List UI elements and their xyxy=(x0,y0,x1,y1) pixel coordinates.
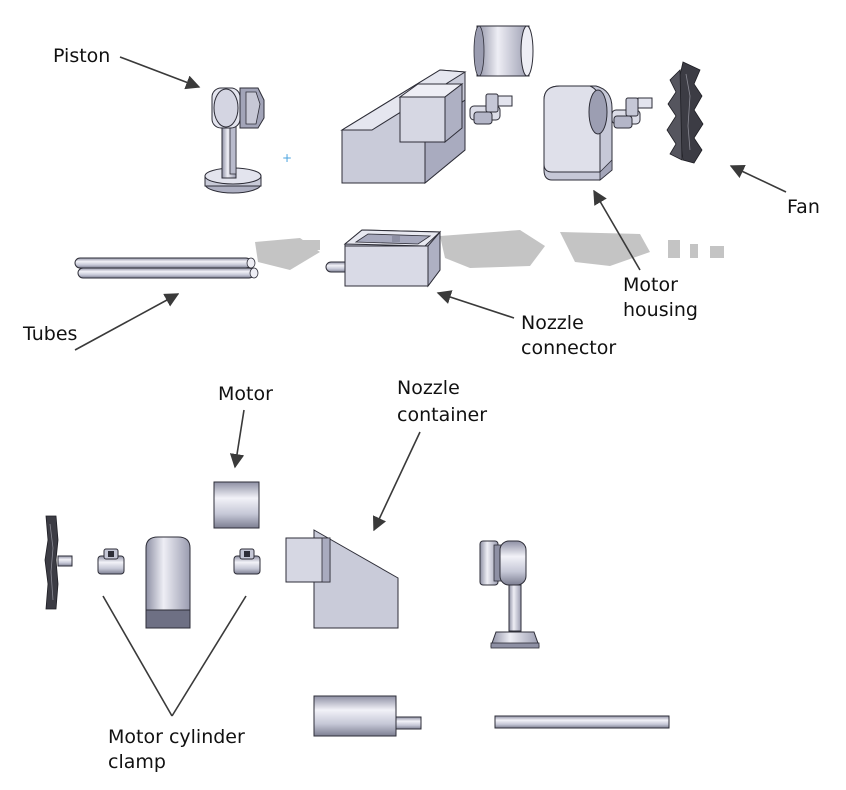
fan-part-3d xyxy=(666,61,704,164)
label-clamp-2: clamp xyxy=(108,751,166,773)
label-nozzle-connector-2: connector xyxy=(521,337,616,359)
line-clamp-right xyxy=(171,595,247,717)
bottom-annotations: Motor Nozzle container Motor cylinder cl… xyxy=(102,377,487,773)
bottom-side-view xyxy=(44,481,670,737)
motor-part-3d xyxy=(473,25,534,77)
motor-housing-part-3d xyxy=(543,85,613,181)
arrow-nozzle-connector xyxy=(436,290,515,319)
label-motor-housing-1: Motor xyxy=(623,274,678,296)
label-motor-housing-2: housing xyxy=(623,299,698,321)
top-exploded-view: + xyxy=(74,25,724,288)
arrow-fan xyxy=(729,165,787,193)
clamp-part-2d-right xyxy=(233,548,261,575)
top-annotations: Piston Fan Tubes Nozzle connector Motor … xyxy=(22,45,820,359)
arrow-nozzle-container xyxy=(372,431,421,532)
origin-marker: + xyxy=(282,151,292,165)
piston-part-3d xyxy=(204,87,265,194)
label-tubes: Tubes xyxy=(22,323,77,345)
label-nozzle-container-2: container xyxy=(397,404,487,426)
label-motor: Motor xyxy=(218,383,273,405)
nozzle-connector-part-3d xyxy=(325,229,442,288)
tubes-part-3d xyxy=(74,257,259,279)
line-clamp-left xyxy=(102,595,173,717)
label-piston: Piston xyxy=(53,45,110,67)
clamp-part-3d-left xyxy=(469,93,513,125)
arrow-motor-housing xyxy=(593,189,641,271)
arrow-tubes xyxy=(74,293,180,351)
piston-part-2d xyxy=(479,540,540,649)
label-nozzle-container-1: Nozzle xyxy=(397,377,460,399)
clamp-part-2d-left xyxy=(97,548,125,575)
label-nozzle-connector-1: Nozzle xyxy=(521,312,584,334)
label-fan: Fan xyxy=(787,196,820,218)
motor-housing-part-2d xyxy=(145,536,191,629)
nozzle-container-part-2d xyxy=(285,529,399,629)
arrow-piston xyxy=(119,56,201,90)
fan-part-2d xyxy=(44,515,73,610)
arrow-motor xyxy=(229,409,245,469)
clamp-part-3d-right xyxy=(611,97,653,129)
nozzle-connector-part-2d xyxy=(313,695,422,737)
ground-shadow xyxy=(255,230,724,270)
label-clamp-1: Motor cylinder xyxy=(108,726,245,748)
motor-part-2d xyxy=(213,481,260,529)
tube-part-2d xyxy=(494,715,670,729)
nozzle-container-part-3d xyxy=(340,69,467,185)
